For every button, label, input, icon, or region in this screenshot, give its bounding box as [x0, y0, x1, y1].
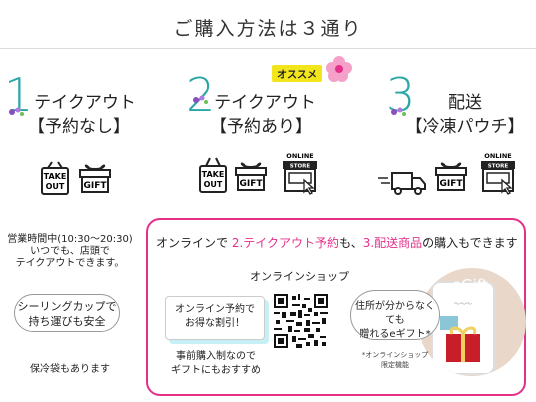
online-only-note: *オンラインショップ 限定機能	[360, 350, 430, 370]
svg-text:OUT: OUT	[204, 180, 223, 189]
advance-purchase-note: 事前購入制なので ギフトにもおすすめ	[156, 350, 276, 378]
sealing-cup-line1: シーリングカップで	[17, 300, 117, 313]
option-3-line2: 【冷凍パウチ】	[405, 117, 525, 137]
sealing-cup-bubble: シーリングカップで 持ち運びも安全	[14, 294, 120, 332]
recommend-badge: オススメ	[272, 65, 322, 82]
online-store-icon: ONLINE STORE	[280, 152, 320, 200]
option-2-line1: テイクアウト	[214, 93, 316, 113]
gift-icon: GIFT	[234, 158, 268, 196]
gift-icon: GIFT	[78, 160, 112, 198]
online-section	[146, 218, 526, 396]
pink-flower-icon	[326, 56, 352, 82]
egift-bubble: 住所が分からなくても 贈れるeギフト*	[350, 290, 440, 340]
option-2: 2	[186, 72, 215, 118]
online-discount-card: オンライン予約で お得な割引！	[165, 296, 265, 340]
option-3-line1: 配送	[448, 93, 482, 113]
svg-text:ONLINE: ONLINE	[286, 152, 313, 160]
store-hours-line1: 営業時間中(10:30〜20:30)	[7, 234, 133, 245]
online-heading-mid: も、	[339, 236, 363, 250]
egift-logo: eGift	[452, 276, 488, 294]
svg-text:GIFT: GIFT	[439, 179, 463, 189]
promo-line2: お得な割引！	[185, 318, 245, 329]
title-divider	[0, 48, 536, 49]
note-line1: *オンラインショップ	[361, 351, 429, 359]
advance-line1: 事前購入制なので	[176, 351, 256, 362]
online-heading: オンラインで 2.テイクアウト予約も、3.配送商品の購入もできます	[156, 234, 518, 251]
svg-text:TAKE: TAKE	[44, 172, 67, 181]
gift-icon: GIFT	[434, 158, 468, 196]
note-line2: 限定機能	[381, 361, 409, 369]
online-heading-pre: オンラインで	[156, 236, 229, 250]
svg-text:GIFT: GIFT	[83, 181, 107, 191]
flower-icon	[193, 95, 208, 104]
takeout-icon: TAKE OUT	[198, 156, 228, 198]
online-heading-takeout: 2.テイクアウト予約	[231, 236, 340, 250]
egift-image: ～～～	[418, 268, 526, 376]
svg-text:GIFT: GIFT	[239, 179, 263, 189]
store-hours-line3: テイクアウトできます。	[15, 258, 125, 269]
delivery-truck-icon	[378, 170, 428, 200]
store-hours-line2: いつでも、店頭で	[30, 246, 110, 257]
online-store-icon: ONLINE STORE	[478, 152, 518, 200]
svg-text:STORE: STORE	[290, 164, 311, 170]
promo-line1: オンライン予約で	[175, 304, 255, 315]
flower-icon	[9, 107, 24, 116]
option-number: 2	[186, 68, 216, 122]
cooler-bag-note: 保冷袋もあります	[30, 364, 110, 375]
flower-icon	[391, 107, 406, 116]
egift-line1: 住所が分からなくても	[355, 301, 435, 326]
sealing-cup-line2: 持ち運びも安全	[28, 315, 106, 328]
online-heading-delivery: 3.配送商品	[362, 236, 423, 250]
svg-text:TAKE: TAKE	[202, 170, 225, 179]
svg-text:～～～: ～～～	[454, 301, 472, 308]
option-2-line2: 【予約あり】	[210, 117, 312, 137]
store-hours: 営業時間中(10:30〜20:30) いつでも、店頭で テイクアウトできます。	[0, 234, 140, 270]
egift-line2: 贈れるeギフト*	[359, 329, 431, 340]
advance-line2: ギフトにもおすすめ	[171, 365, 261, 376]
online-heading-post: の購入もできます	[422, 236, 518, 250]
page-title: ご購入方法は３通り	[173, 18, 363, 40]
svg-text:STORE: STORE	[488, 164, 509, 170]
qr-code-icon[interactable]	[272, 292, 330, 350]
option-1-line1: テイクアウト	[34, 93, 136, 113]
online-shop-label: オンラインショップ	[250, 270, 349, 283]
svg-text:OUT: OUT	[46, 182, 65, 191]
svg-text:ONLINE: ONLINE	[484, 152, 511, 160]
takeout-icon: TAKE OUT	[40, 160, 70, 200]
option-1-line2: 【予約なし】	[28, 117, 130, 137]
